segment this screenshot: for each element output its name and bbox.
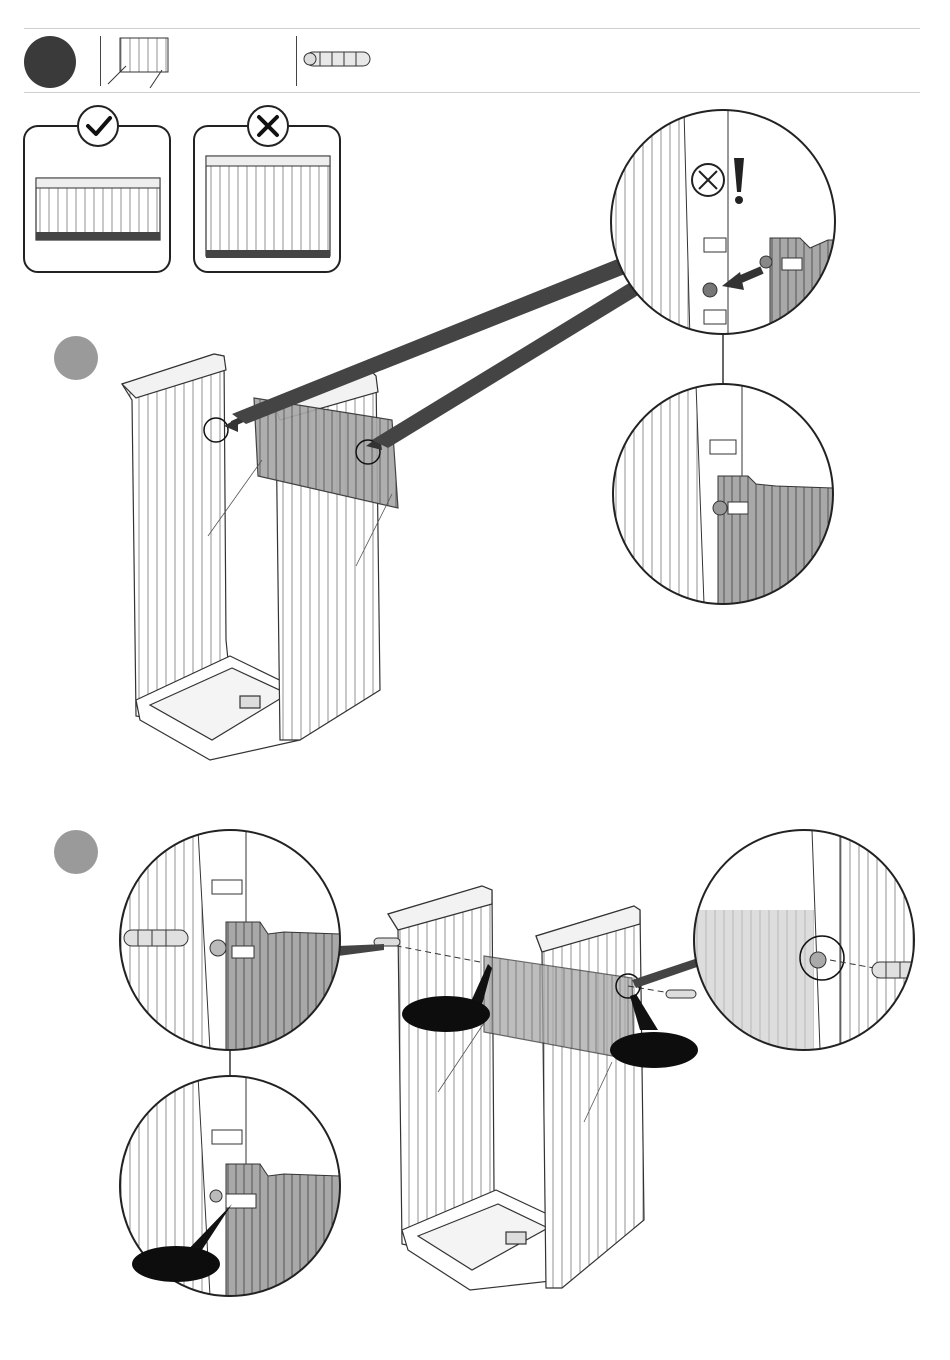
- zoom-detail-dowel-inserted: [120, 1076, 340, 1296]
- check-icon: [78, 106, 118, 146]
- callout-oval: [402, 996, 490, 1032]
- back-panel-icon: [108, 38, 168, 88]
- zoom-detail-seated: [612, 384, 834, 604]
- zoom-connector: [338, 944, 384, 956]
- zoom-detail-warning: [610, 110, 840, 340]
- incorrect-orientation-card: [194, 106, 340, 272]
- zoom-connector: [232, 258, 630, 424]
- step-marker-3: [54, 830, 98, 874]
- callout-oval: [132, 1246, 220, 1282]
- zoom-detail-dowel-left: [120, 830, 340, 1050]
- zoom-connector: [632, 958, 700, 988]
- cabinet-frame-step3: [388, 886, 644, 1290]
- step-marker-2: [54, 336, 98, 380]
- callout-oval: [610, 1032, 698, 1068]
- zoom-detail-dowel-right: [694, 830, 932, 1050]
- correct-orientation-card: [24, 106, 170, 272]
- dowel-icon: [304, 52, 370, 66]
